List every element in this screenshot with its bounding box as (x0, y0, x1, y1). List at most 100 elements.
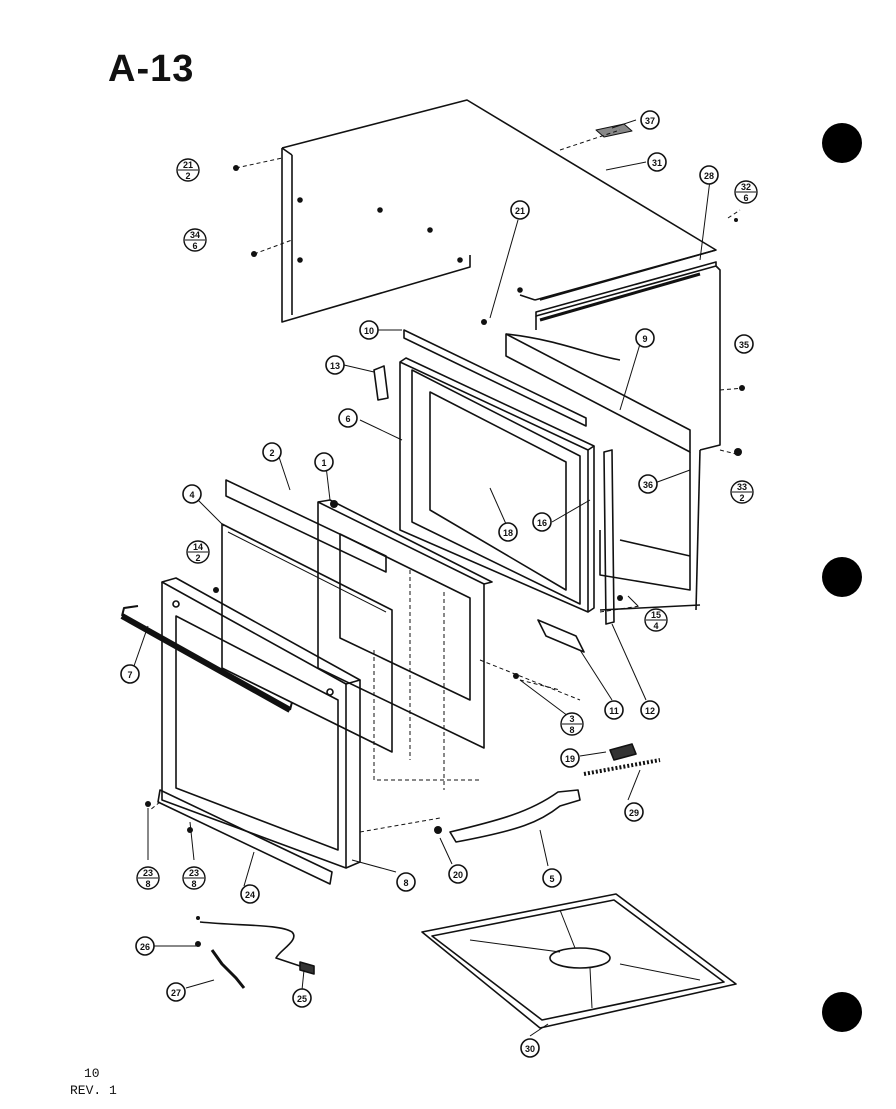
callout-32-6: 326 (734, 180, 758, 204)
callout-7: 7 (120, 664, 140, 684)
callout-21: 21 (510, 200, 530, 220)
callout-3-8: 38 (560, 712, 584, 736)
svg-text:12: 12 (645, 706, 655, 716)
svg-text:29: 29 (629, 808, 639, 818)
svg-text:30: 30 (525, 1044, 535, 1054)
outer-door-frame (161, 577, 361, 869)
callout-30: 30 (520, 1038, 540, 1058)
wire-harness (199, 921, 301, 967)
svg-text:23: 23 (143, 868, 153, 878)
svg-text:8: 8 (569, 725, 574, 735)
callout-37: 37 (640, 110, 660, 130)
callout-25: 25 (292, 988, 312, 1008)
svg-text:37: 37 (645, 116, 655, 126)
door-inner-assembly (225, 479, 493, 749)
page-title: A-13 (108, 48, 195, 90)
svg-text:10: 10 (364, 326, 374, 336)
callout-9: 9 (635, 328, 655, 348)
svg-text:35: 35 (739, 340, 749, 350)
hinge-arm (449, 789, 581, 843)
callout-15-4: 154 (644, 608, 668, 632)
callout-23-8-left: 238 (136, 866, 160, 890)
callout-12: 12 (640, 700, 660, 720)
trim-strip (403, 329, 587, 427)
svg-text:21: 21 (183, 160, 193, 170)
callout-26: 26 (135, 936, 155, 956)
svg-text:4: 4 (653, 621, 658, 631)
callout-8: 8 (396, 872, 416, 892)
binder-hole-bottom (822, 992, 862, 1032)
door-handle (120, 613, 292, 713)
callout-21-2: 212 (176, 158, 200, 182)
binder-hole-top (822, 123, 862, 163)
svg-text:18: 18 (503, 528, 513, 538)
callout-27: 27 (166, 982, 186, 1002)
svg-text:36: 36 (643, 480, 653, 490)
callout-6: 6 (338, 408, 358, 428)
hinge-spring (583, 758, 661, 776)
svg-text:4: 4 (189, 490, 194, 500)
bracket (373, 365, 389, 401)
svg-text:2: 2 (739, 493, 744, 503)
binder-hole-middle (822, 557, 862, 597)
callout-23-8-right: 238 (182, 866, 206, 890)
svg-text:20: 20 (453, 870, 463, 880)
svg-text:8: 8 (145, 879, 150, 889)
svg-text:1: 1 (321, 458, 326, 468)
svg-text:6: 6 (192, 241, 197, 251)
callout-29: 29 (624, 802, 644, 822)
callout-36: 36 (638, 474, 658, 494)
callout-24: 24 (240, 884, 260, 904)
callout-20: 20 (448, 864, 468, 884)
callout-35: 35 (734, 334, 754, 354)
svg-text:5: 5 (549, 874, 554, 884)
svg-text:8: 8 (403, 878, 408, 888)
hinge-pin (609, 743, 637, 761)
svg-text:14: 14 (193, 542, 203, 552)
oven-cavity-frame (399, 357, 595, 613)
svg-text:26: 26 (140, 942, 150, 952)
callout-13: 13 (325, 355, 345, 375)
svg-text:2: 2 (185, 171, 190, 181)
svg-text:27: 27 (171, 988, 181, 998)
svg-text:24: 24 (245, 890, 255, 900)
callout-16: 16 (532, 512, 552, 532)
svg-text:11: 11 (609, 706, 619, 716)
svg-text:19: 19 (565, 754, 575, 764)
outer-cabinet-wrapper (281, 99, 721, 611)
svg-text:21: 21 (515, 206, 525, 216)
svg-text:25: 25 (297, 994, 307, 1004)
svg-text:2: 2 (195, 553, 200, 563)
side-rail (603, 449, 615, 625)
svg-text:16: 16 (537, 518, 547, 528)
svg-text:33: 33 (737, 482, 747, 492)
svg-text:7: 7 (127, 670, 132, 680)
oven-tray (421, 893, 737, 1029)
callout-5: 5 (542, 868, 562, 888)
callout-2: 2 (262, 442, 282, 462)
callout-34-6: 346 (183, 228, 207, 252)
svg-text:8: 8 (191, 879, 196, 889)
svg-text:34: 34 (190, 230, 200, 240)
svg-text:32: 32 (741, 182, 751, 192)
callout-33-2: 332 (730, 480, 754, 504)
revision-label: REV. 1 (70, 1083, 117, 1098)
svg-text:15: 15 (651, 610, 661, 620)
svg-text:3: 3 (569, 714, 574, 724)
svg-text:9: 9 (642, 334, 647, 344)
door-bottom-trim (157, 789, 333, 885)
callout-14-2: 142 (186, 540, 210, 564)
svg-text:2: 2 (269, 448, 274, 458)
svg-text:31: 31 (652, 158, 662, 168)
callout-11: 11 (604, 700, 624, 720)
callout-1: 1 (314, 452, 334, 472)
lower-strip (537, 619, 585, 653)
page-number: 10 (84, 1066, 100, 1081)
svg-text:23: 23 (189, 868, 199, 878)
svg-text:13: 13 (330, 361, 340, 371)
svg-text:6: 6 (345, 414, 350, 424)
door-glass (221, 523, 393, 753)
callout-28: 28 (699, 165, 719, 185)
svg-text:28: 28 (704, 171, 714, 181)
